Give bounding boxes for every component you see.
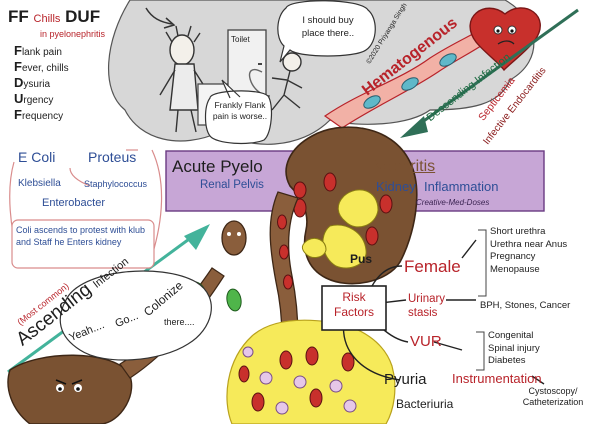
mnemonic-item: Frequency (14, 107, 64, 123)
female-factor-item: Menopause (490, 263, 540, 275)
mnemonic-title-chills: Chills (33, 13, 61, 25)
instrumentation-factor-list: Cystoscopy/ Catheterization (522, 386, 584, 407)
urinary-stasis-label: Urinary stasis (408, 293, 446, 319)
mnemonic-item: Flank pain (14, 43, 62, 59)
instrumentation-label: Instrumentation (452, 371, 542, 386)
female-bracket (478, 229, 487, 297)
speech-bubble-buy-place (277, 0, 376, 63)
female-factor-item: Short urethra (490, 226, 546, 237)
renal-pelvis-label: Renal Pelvis (200, 179, 264, 191)
vur-factor-item: Congenital (488, 330, 534, 341)
comic-figure-in-pain (159, 25, 209, 133)
mnemonic-title-ff: FF (8, 7, 29, 26)
kidney-label: Kidney (376, 179, 416, 194)
toilet-sign: Toilet (231, 35, 250, 44)
female-factor-item: Urethra near Anus (490, 238, 568, 250)
klebsiella-label: Klebsiella (18, 178, 61, 189)
urine-pool (226, 319, 396, 424)
heart-character (469, 7, 541, 72)
pyuria-label: Pyuria (384, 371, 427, 388)
story-box (11, 219, 155, 269)
mnemonic-item: Urgency (14, 91, 54, 107)
staphylococcus-label: Staphylococcus (84, 179, 148, 189)
vur-bracket (476, 331, 485, 371)
acute-pyelo-label: Acute Pyelo (172, 157, 263, 176)
vur-factor-item: Diabetes (488, 355, 526, 366)
urine-bacteria (238, 346, 355, 412)
colonize-bubble (59, 270, 212, 361)
bacteriuria-label: Bacteriuria (396, 397, 454, 411)
speech-buy-place: I should buy place there.. (301, 15, 355, 39)
ureter (269, 191, 299, 339)
enterobacter-label: Enterobacter (42, 197, 105, 209)
ureter-bacteria (277, 214, 293, 290)
e-coli-label: E Coli (18, 149, 56, 165)
pus-label: Pus (350, 252, 373, 266)
vur-label: VUR (410, 333, 442, 350)
bladder-character (7, 354, 133, 424)
urine-pus-cells (242, 346, 357, 415)
pointer-arrow (145, 7, 173, 25)
mnemonic-list: Flank pain Fever, chills Dysuria Urgency… (14, 44, 69, 124)
leader-bacterium (221, 220, 247, 256)
descending-arrow (400, 8, 579, 138)
credit-label: Creative-Med-Doses (416, 198, 490, 207)
kidney-pus-pockets (301, 189, 379, 269)
female-factor-item: Pregnancy (490, 251, 536, 262)
female-label: Female (404, 257, 461, 276)
risk-factors-box (321, 285, 387, 331)
kidney-bacteria (293, 172, 393, 246)
speech-flank-pain: Frankly Flank pain is worse.. (212, 100, 268, 121)
inflammation-label: Inflammation (424, 179, 499, 194)
mnemonic-item: Dysuria (14, 75, 51, 91)
mnemonic-subtitle: in pyelonephritis (40, 29, 106, 39)
stasis-factor-list: BPH, Stones, Cancer (480, 300, 571, 311)
proteus-label: Proteus (88, 149, 137, 165)
vur-factor-list: Congenital Spinal injury Diabetes (488, 330, 540, 368)
female-factor-list: Short urethra Urethra near Anus Pregnanc… (490, 226, 567, 276)
coli-story-text: Coli ascends to protest with klub and St… (16, 225, 146, 247)
mnemonic-item: Fever, chills (14, 59, 69, 75)
vur-factor-item: Spinal injury (488, 342, 540, 354)
speech-bubble-flank-pain (204, 79, 273, 145)
mnemonic-title-duf: DUF (65, 7, 101, 26)
vessel-bacteria (363, 53, 457, 109)
bubble-there: there.... (164, 317, 195, 327)
risk-factors-label: Risk Factors (333, 290, 374, 319)
nephritis-label: Nephritis (372, 158, 436, 175)
mnemonic-title: FF Chills DUF (8, 7, 101, 27)
